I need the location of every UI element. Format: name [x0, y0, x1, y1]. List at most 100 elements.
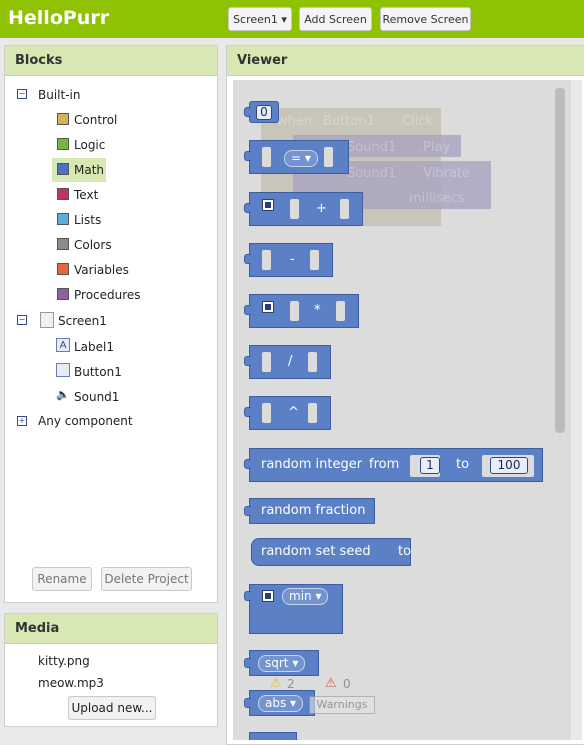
- logic-color-swatch: [57, 138, 69, 150]
- builtin-item-label: Procedures: [74, 288, 141, 302]
- compare-block[interactable]: = ▾: [244, 140, 349, 174]
- builtin-item-label: Variables: [74, 263, 129, 277]
- random-set-seed-block[interactable]: random set seed to: [251, 538, 411, 566]
- builtin-item-label: Text: [74, 188, 99, 202]
- colors-color-swatch: [57, 238, 69, 250]
- vibrate-label: .Vibrate: [419, 166, 471, 181]
- button1-label: Button1: [323, 114, 375, 129]
- random-set-seed-label: random set seed: [261, 544, 371, 559]
- builtin-item-label: Logic: [74, 138, 106, 152]
- divide-operator: /: [288, 354, 293, 369]
- min-operator-dropdown[interactable]: min ▾: [282, 588, 329, 605]
- builtin-item-colors[interactable]: Colors: [52, 233, 112, 257]
- random-from-field[interactable]: 1: [420, 457, 440, 474]
- screen-icon: [40, 312, 54, 328]
- builtin-item-control[interactable]: Control: [52, 108, 117, 132]
- text-color-swatch: [57, 188, 69, 200]
- min-block[interactable]: min ▾: [244, 584, 343, 634]
- random-to-label: to: [456, 457, 470, 472]
- divide-block[interactable]: /: [244, 345, 331, 379]
- sqrt-operator-dropdown[interactable]: sqrt ▾: [258, 655, 306, 672]
- label-icon: A: [56, 338, 70, 352]
- builtin-item-label: Math: [74, 163, 105, 177]
- number-block[interactable]: 0: [244, 101, 279, 123]
- warning-count: 2: [287, 677, 295, 691]
- variables-color-swatch: [57, 263, 69, 275]
- workspace-gutter: [571, 80, 582, 740]
- add-operator: +: [316, 201, 327, 216]
- warnings-toggle-button[interactable]: Warnings: [309, 696, 375, 714]
- expand-any-component-icon[interactable]: +: [17, 416, 27, 426]
- component-label[interactable]: Button1: [74, 365, 122, 379]
- error-count: 0: [343, 677, 351, 691]
- any-component-label[interactable]: Any component: [38, 414, 133, 428]
- random-integer-label: random integer: [261, 457, 363, 472]
- blocks-panel-title: Blocks: [5, 46, 217, 76]
- builtin-item-lists[interactable]: Lists: [52, 208, 106, 232]
- builtin-item-logic[interactable]: Logic: [52, 133, 106, 157]
- multiply-operator: *: [314, 303, 321, 318]
- mutator-icon[interactable]: [262, 301, 274, 313]
- random-from-label: from: [369, 457, 400, 472]
- multiply-block[interactable]: *: [244, 294, 359, 328]
- error-icon: ⚠: [325, 676, 337, 691]
- builtin-item-procedures[interactable]: Procedures: [52, 283, 141, 307]
- random-set-seed-to-label: to: [398, 544, 412, 559]
- builtin-item-label: Control: [74, 113, 118, 127]
- top-bar: HelloPurr Screen1 ▾ Add Screen Remove Sc…: [0, 0, 584, 38]
- component-label[interactable]: Sound1: [74, 390, 120, 404]
- builtin-item-label: Colors: [74, 238, 112, 252]
- subtract-block[interactable]: -: [244, 243, 333, 277]
- blocks-panel: Blocks: [4, 45, 218, 603]
- sound1-label: Sound1: [347, 140, 397, 155]
- when-label: when: [277, 114, 313, 129]
- lists-color-swatch: [57, 213, 69, 225]
- blocks-workspace[interactable]: when Button1 .Click Sound1 .Play Sound1 …: [233, 80, 571, 740]
- random-integer-block[interactable]: random integer from 1 to 100: [244, 448, 543, 482]
- builtin-item-text[interactable]: Text: [52, 183, 106, 207]
- screen-select-dropdown[interactable]: Screen1 ▾: [228, 7, 292, 31]
- delete-project-button[interactable]: Delete Project: [101, 567, 192, 591]
- abs-operator-dropdown[interactable]: abs ▾: [258, 695, 304, 712]
- millisecs-label: millisecs: [409, 191, 465, 206]
- media-file[interactable]: meow.mp3: [38, 676, 104, 690]
- subtract-operator: -: [290, 252, 295, 267]
- builtin-item-label: Lists: [74, 213, 102, 227]
- math-color-swatch: [57, 163, 69, 175]
- power-operator: ^: [288, 405, 299, 420]
- sound1-label: Sound1: [347, 166, 397, 181]
- collapse-builtin-icon[interactable]: −: [17, 89, 27, 99]
- random-to-field[interactable]: 100: [490, 457, 528, 474]
- sqrt-block[interactable]: sqrt ▾: [244, 650, 319, 676]
- viewer-title: Viewer: [227, 46, 584, 76]
- rename-button[interactable]: Rename: [32, 567, 92, 591]
- media-panel-title: Media: [5, 614, 217, 644]
- partial-math-block[interactable]: [249, 732, 297, 740]
- random-fraction-label: random fraction: [261, 503, 366, 518]
- builtin-item-variables[interactable]: Variables: [52, 258, 129, 282]
- screen1-label[interactable]: Screen1: [58, 314, 107, 328]
- mutator-icon[interactable]: [262, 199, 274, 211]
- remove-screen-button[interactable]: Remove Screen: [380, 7, 471, 31]
- add-screen-button[interactable]: Add Screen: [299, 7, 372, 31]
- abs-block[interactable]: abs ▾: [244, 690, 315, 716]
- play-label: .Play: [419, 140, 451, 155]
- collapse-screen1-icon[interactable]: −: [17, 315, 27, 325]
- mutator-icon[interactable]: [262, 590, 274, 602]
- add-block[interactable]: +: [244, 192, 363, 226]
- upload-new-button[interactable]: Upload new...: [68, 696, 156, 720]
- builtin-label[interactable]: Built-in: [38, 88, 81, 102]
- media-file[interactable]: kitty.png: [38, 654, 90, 668]
- app-title: HelloPurr: [8, 7, 110, 29]
- component-label[interactable]: Label1: [74, 340, 115, 354]
- builtin-item-math[interactable]: Math: [52, 158, 106, 182]
- compare-operator-dropdown[interactable]: = ▾: [284, 150, 318, 167]
- procedures-color-swatch: [57, 288, 69, 300]
- power-block[interactable]: ^: [244, 396, 331, 430]
- click-label: .Click: [398, 114, 434, 129]
- button-icon: [56, 363, 70, 377]
- workspace-scrollbar[interactable]: [555, 88, 565, 433]
- speaker-icon: 🔈: [56, 388, 70, 401]
- random-fraction-block[interactable]: random fraction: [244, 498, 375, 524]
- number-field[interactable]: 0: [256, 105, 272, 120]
